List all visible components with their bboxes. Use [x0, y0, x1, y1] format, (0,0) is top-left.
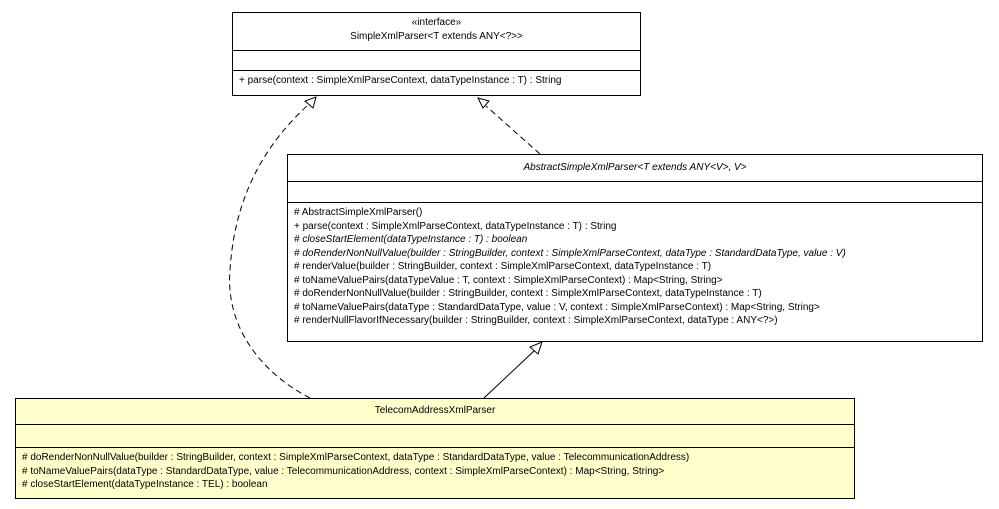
abstract-operation: # toNameValuePairs(dataTypeValue : T, co…	[294, 274, 723, 286]
abstract-class-name: AbstractSimpleXmlParser<T extends ANY<V>…	[523, 162, 747, 173]
interface-operation: + parse(context : SimpleXmlParseContext,…	[239, 75, 562, 86]
interface-name: SimpleXmlParser<T extends ANY<?>>	[350, 30, 523, 42]
realization-arrowhead-telecom	[304, 96, 317, 109]
generalization-arrowhead	[529, 341, 543, 355]
abstract-operation: + parse(context : SimpleXmlParseContext,…	[294, 220, 617, 232]
telecom-operation: # toNameValuePairs(dataType : StandardDa…	[22, 465, 665, 477]
interface-stereotype: «interface»	[411, 17, 462, 28]
telecom-operations: # doRenderNonNullValue(builder : StringB…	[16, 448, 854, 495]
telecom-attributes	[16, 425, 854, 448]
realization-abstract-to-interface	[485, 105, 541, 155]
interface-attributes	[233, 51, 640, 71]
telecom-header: TelecomAddressXmlParser	[16, 399, 854, 425]
interface-header: «interface» SimpleXmlParser<T extends AN…	[233, 13, 640, 51]
class-abstract-simple-xml-parser[interactable]: AbstractSimpleXmlParser<T extends ANY<V>…	[287, 154, 983, 342]
abstract-attributes	[288, 182, 982, 203]
generalization-telecom-to-abstract	[483, 350, 535, 399]
class-telecom-address-xml-parser[interactable]: TelecomAddressXmlParser # doRenderNonNul…	[15, 398, 855, 499]
abstract-operation: # AbstractSimpleXmlParser()	[294, 207, 423, 218]
telecom-class-name: TelecomAddressXmlParser	[374, 405, 496, 416]
abstract-operations: # AbstractSimpleXmlParser() + parse(conte…	[288, 203, 982, 331]
abstract-operation: # renderNullFlavorIfNecessary(builder : …	[294, 315, 778, 326]
abstract-operation: # toNameValuePairs(dataType : StandardDa…	[294, 301, 820, 313]
realization-telecom-to-interface	[229, 104, 311, 399]
abstract-operation: # doRenderNonNullValue(builder : StringB…	[294, 247, 846, 259]
interface-simple-xml-parser[interactable]: «interface» SimpleXmlParser<T extends AN…	[232, 12, 641, 96]
realization-arrowhead-abstract	[477, 97, 490, 109]
telecom-operation: # doRenderNonNullValue(builder : StringB…	[22, 452, 690, 463]
abstract-operation: # renderValue(builder : StringBuilder, c…	[294, 261, 712, 272]
telecom-operation: # closeStartElement(dataTypeInstance : T…	[22, 479, 268, 490]
interface-operations: + parse(context : SimpleXmlParseContext,…	[233, 71, 640, 91]
abstract-operation: # doRenderNonNullValue(builder : StringB…	[294, 288, 762, 299]
abstract-header: AbstractSimpleXmlParser<T extends ANY<V>…	[288, 155, 982, 182]
abstract-operation: # closeStartElement(dataTypeInstance : T…	[294, 234, 528, 245]
